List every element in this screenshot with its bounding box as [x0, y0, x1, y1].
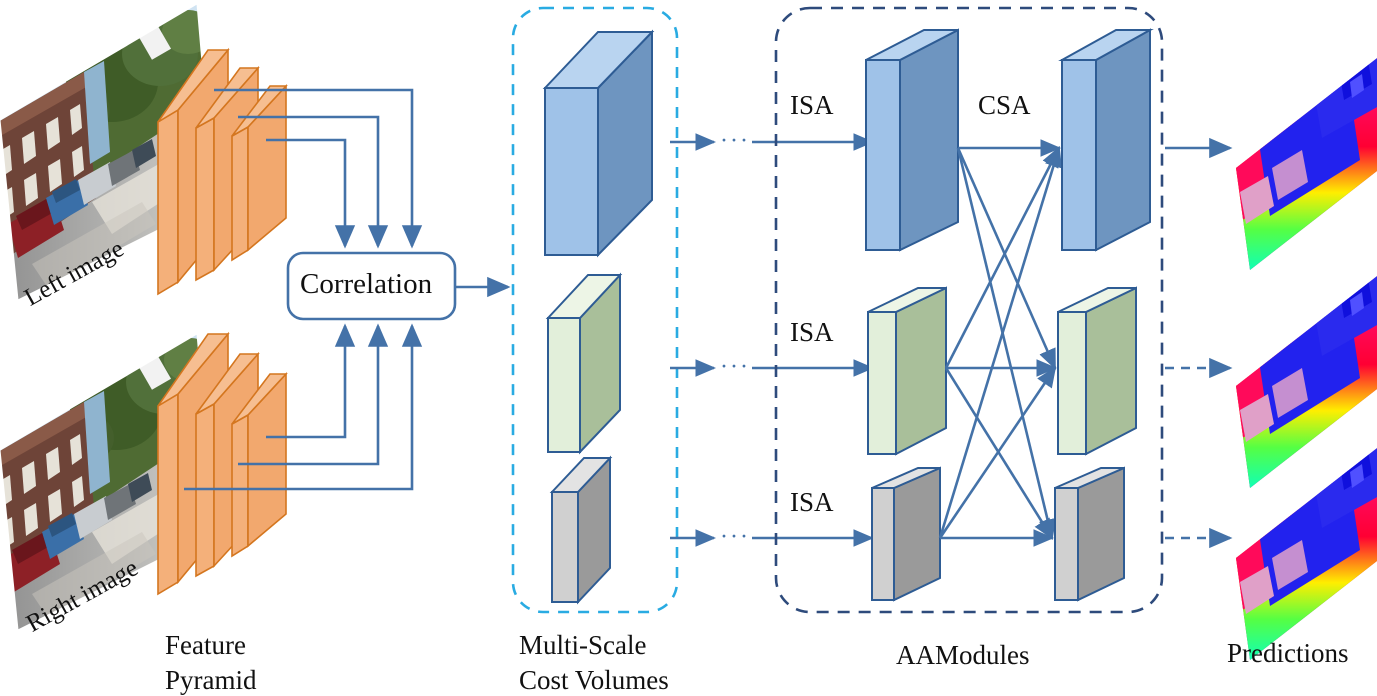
ellipsis-medium: ···	[720, 354, 750, 380]
feature-pyramid-top	[157, 47, 288, 296]
ellipsis-fine: ···	[720, 524, 750, 550]
feature-pyramid-bottom	[157, 331, 288, 596]
aamodule-right-coarse	[1058, 28, 1154, 252]
correlation-label: Correlation	[300, 268, 433, 300]
aamodules-label: AAModules	[896, 640, 1030, 670]
isa-label-medium: ISA	[790, 317, 834, 347]
prediction-map-2	[1236, 266, 1377, 488]
costvolume-to-aamodule-arrows	[670, 133, 875, 547]
aamodules-container	[774, 6, 1164, 614]
ellipsis-coarse: ···	[720, 128, 750, 154]
prediction-map-1	[1236, 48, 1377, 270]
isa-label-fine: ISA	[790, 487, 834, 517]
cost-volumes-label-line2: Cost Volumes	[519, 665, 669, 695]
pyramid-bottom-to-correlation-links	[184, 323, 423, 491]
csa-cross-connections	[938, 139, 1062, 547]
aamodule-left-coarse	[865, 28, 959, 252]
left-image-photo	[0, 2, 222, 302]
cost-volume-box-coarse	[542, 29, 655, 258]
predictions-label: Predictions	[1227, 638, 1349, 668]
aamodule-right-medium	[1057, 286, 1137, 456]
pyramid-top-to-correlation-links	[214, 88, 423, 249]
csa-label: CSA	[978, 90, 1031, 120]
aamodule-left-fine	[871, 466, 941, 602]
feature-pyramid-label-line2: Pyramid	[165, 665, 257, 695]
isa-label-coarse: ISA	[790, 90, 834, 120]
cost-volume-box-medium	[545, 272, 623, 455]
pyramid-slab-3	[231, 83, 288, 262]
aamodule-left-medium	[867, 286, 947, 456]
cost-volume-box-fine	[549, 455, 613, 605]
feature-pyramid-label-line1: Feature	[165, 630, 246, 660]
aamodule-right-fine	[1054, 466, 1125, 602]
cost-volumes-container	[511, 6, 679, 614]
pyramid-slab-3	[231, 371, 288, 558]
cost-volumes-label-line1: Multi-Scale	[519, 630, 647, 660]
